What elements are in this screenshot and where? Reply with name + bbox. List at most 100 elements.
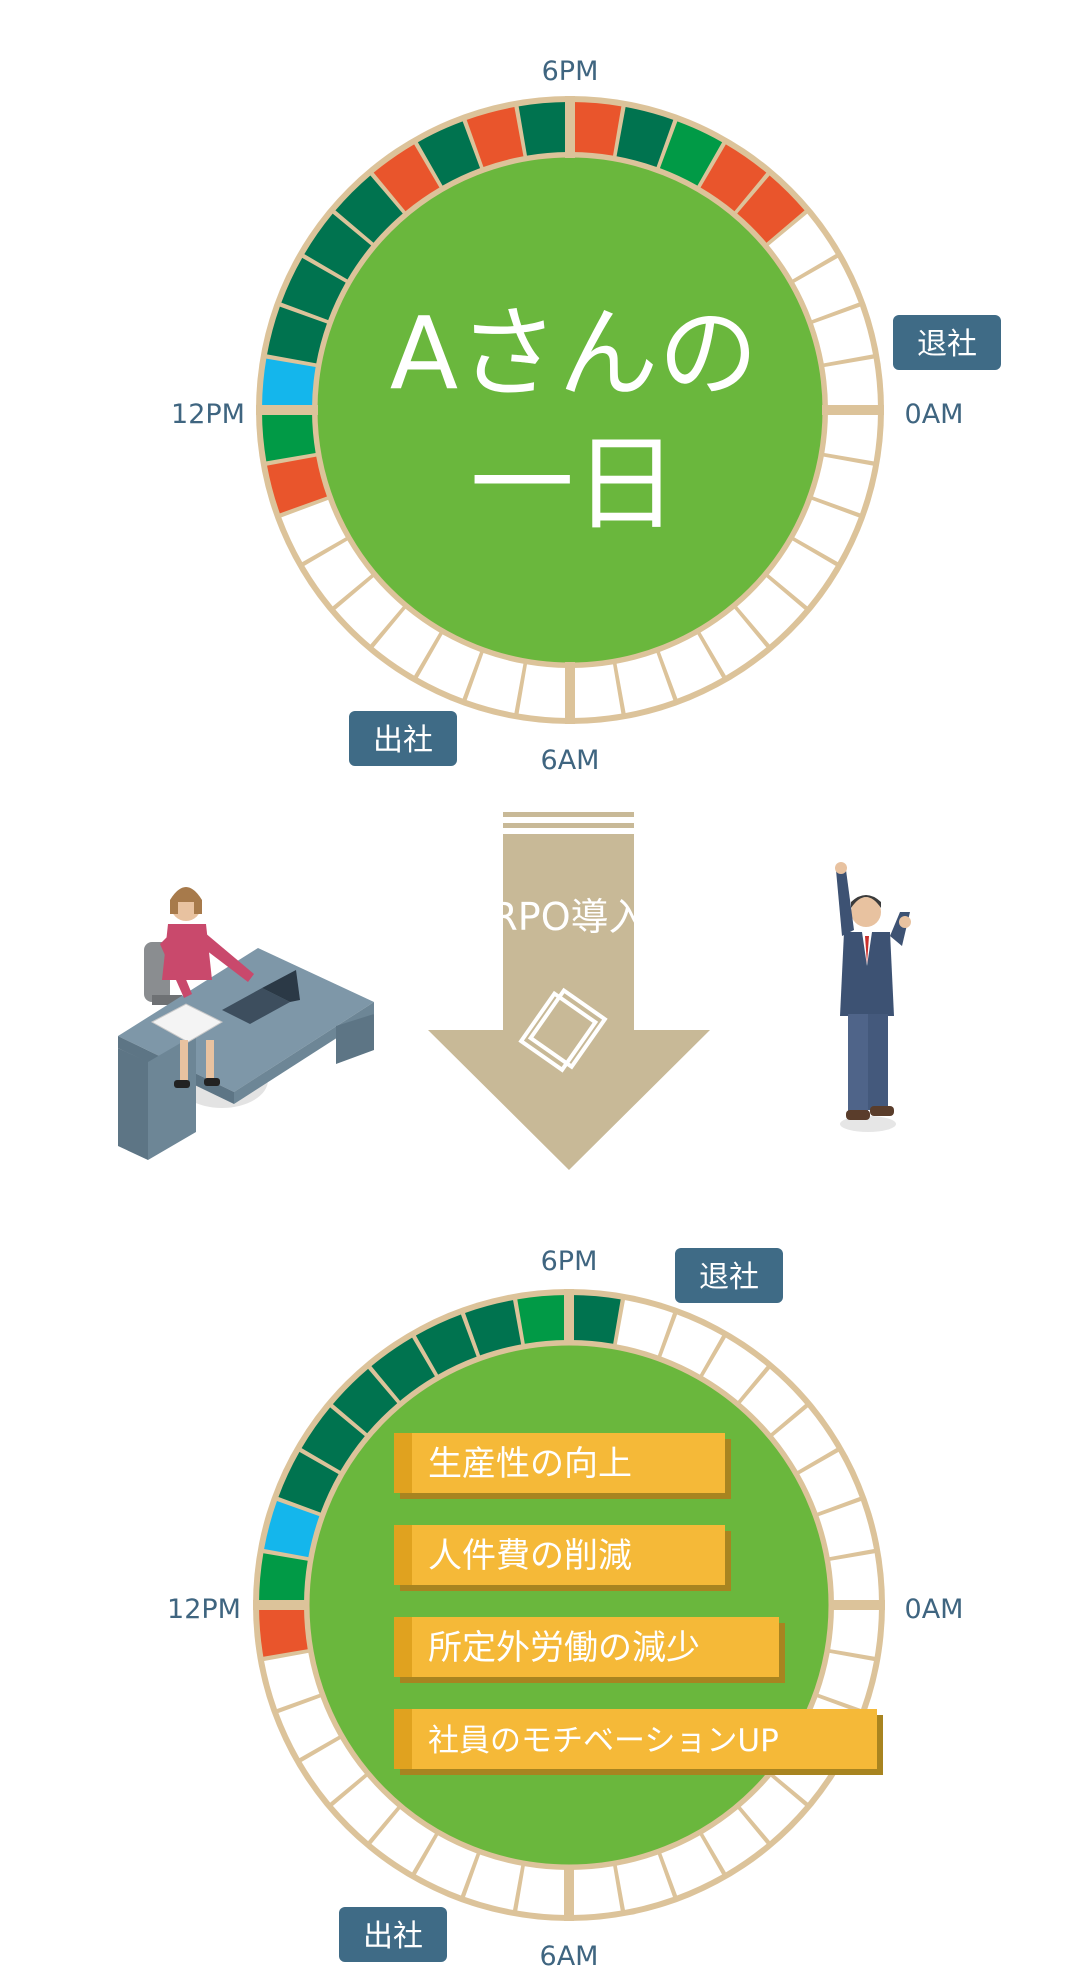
top-clock-segment bbox=[616, 107, 674, 167]
top-clock-segment bbox=[335, 175, 403, 243]
bottom-clock-segment bbox=[301, 1407, 365, 1471]
bottom-clock-segment bbox=[278, 1697, 339, 1759]
bottom-clock-segment bbox=[332, 1368, 398, 1434]
bottom-clock-segment bbox=[264, 1652, 320, 1709]
bottom-clock-segment bbox=[703, 1337, 767, 1401]
bottom-clock-segment bbox=[259, 1606, 308, 1657]
bottom-badge-exit-text: 退社 bbox=[699, 1260, 759, 1295]
top-clock-segment bbox=[262, 411, 316, 462]
bottom-clock-face bbox=[304, 1340, 834, 1870]
top-clock-segment bbox=[571, 102, 622, 156]
benefit-text-4: 社員のモチベーションUP bbox=[428, 1723, 779, 1759]
top-clock-segment bbox=[659, 121, 723, 186]
bottom-label-6pm: 6PM bbox=[541, 1246, 598, 1277]
top-badge-exit-text: 退社 bbox=[917, 327, 977, 362]
benefit-banner-3: 所定外労働の減少 bbox=[394, 1617, 785, 1683]
bottom-clock-segment bbox=[415, 1835, 477, 1896]
top-label-6am: 6AM bbox=[541, 745, 600, 776]
top-label-12pm: 12PM bbox=[171, 399, 245, 430]
arrow-label: RPO導入 bbox=[491, 895, 646, 939]
bottom-badge-enter: 出社 bbox=[339, 1907, 447, 1962]
bottom-label-12pm: 12PM bbox=[167, 1594, 241, 1625]
top-clock-segment bbox=[616, 653, 674, 713]
bottom-clock-segment bbox=[661, 1835, 723, 1896]
top-clock-segment bbox=[335, 577, 403, 645]
top-clock-title-line1: Aさんの bbox=[390, 295, 758, 412]
document-icon bbox=[518, 987, 608, 1073]
bottom-clock-segment bbox=[661, 1314, 723, 1375]
bottom-clock-segment bbox=[465, 1300, 522, 1356]
benefit-banner-4: 社員のモチベーションUP bbox=[394, 1709, 883, 1775]
top-clock-segment bbox=[304, 540, 372, 607]
top-quarter-markers bbox=[256, 96, 884, 724]
top-clock-segment bbox=[813, 306, 873, 364]
benefit-banner-1: 生産性の向上 bbox=[394, 1433, 731, 1499]
top-clock-segment bbox=[262, 358, 316, 409]
benefit-text-3: 所定外労働の減少 bbox=[428, 1628, 700, 1668]
bottom-clock-segment bbox=[616, 1300, 673, 1356]
bottom-clock-segment bbox=[570, 1295, 621, 1344]
office-worker-illustration bbox=[118, 887, 374, 1160]
bottom-clock-segment bbox=[278, 1451, 339, 1513]
top-clock-segment bbox=[737, 175, 805, 243]
benefit-text-2: 人件費の削減 bbox=[428, 1536, 632, 1576]
bottom-clock-segment bbox=[264, 1501, 320, 1558]
bottom-clock-segment bbox=[517, 1866, 568, 1915]
cheering-businessman-illustration bbox=[835, 862, 911, 1132]
bottom-clock-segment bbox=[740, 1776, 806, 1842]
top-badge-exit: 退社 bbox=[893, 315, 1001, 370]
top-badge-enter: 出社 bbox=[349, 711, 457, 766]
top-clock-segment bbox=[466, 653, 524, 713]
bottom-clock-segment bbox=[517, 1295, 568, 1344]
top-clock-segment bbox=[267, 306, 327, 364]
bottom-clock-segment bbox=[818, 1652, 874, 1709]
bottom-badge-exit: 退社 bbox=[675, 1248, 783, 1303]
benefit-banner-2: 人件費の削減 bbox=[394, 1525, 731, 1591]
top-clock-segment bbox=[794, 499, 859, 563]
bottom-clock-segment bbox=[818, 1501, 874, 1558]
top-clock-segment bbox=[700, 608, 767, 676]
bottom-clock-segment bbox=[371, 1337, 435, 1401]
top-clock-segment bbox=[794, 257, 859, 321]
bottom-clock-segment bbox=[301, 1739, 365, 1803]
top-clock-title-line2: 一日 bbox=[470, 423, 678, 545]
top-clock-segment bbox=[824, 358, 878, 409]
bottom-quarter-markers bbox=[253, 1289, 885, 1921]
top-clock-segment bbox=[768, 540, 836, 607]
top-clock-segment bbox=[466, 107, 524, 167]
bottom-clock-segment bbox=[703, 1809, 767, 1873]
top-clock-segment bbox=[813, 456, 873, 514]
top-clock-segment bbox=[518, 102, 569, 156]
top-clock-segment bbox=[373, 144, 440, 212]
benefit-text-1: 生産性の向上 bbox=[428, 1444, 632, 1484]
bottom-clock-segment bbox=[616, 1854, 673, 1910]
bottom-clock-segment bbox=[830, 1606, 879, 1657]
top-clock-segments bbox=[262, 102, 878, 718]
top-label-6pm: 6PM bbox=[542, 56, 599, 87]
rpo-arrow: RPO導入 bbox=[428, 812, 710, 1170]
bottom-clock-segment bbox=[773, 1407, 837, 1471]
bottom-label-6am: 6AM bbox=[540, 1941, 599, 1972]
bottom-clock-segment bbox=[740, 1368, 806, 1434]
top-clock-segment bbox=[281, 257, 346, 321]
bottom-clock-segment bbox=[371, 1809, 435, 1873]
top-clock-segment bbox=[824, 411, 878, 462]
top-clock-segment bbox=[304, 213, 372, 280]
top-clock-segment bbox=[518, 664, 569, 718]
top-clock-segment bbox=[768, 213, 836, 280]
bottom-clock-segment bbox=[259, 1553, 308, 1604]
top-badge-enter-text: 出社 bbox=[373, 723, 433, 758]
bottom-clock: 6PM 6AM 12PM 0AM 退社 出社 生産性の向上 人件費の削減 bbox=[167, 1246, 963, 1972]
top-clock-segment bbox=[700, 144, 767, 212]
top-clock-segment bbox=[373, 608, 440, 676]
bottom-clock-segment bbox=[415, 1314, 477, 1375]
top-clock-segment bbox=[659, 634, 723, 699]
top-clock-segment bbox=[417, 121, 481, 186]
top-clock-segment bbox=[267, 456, 327, 514]
bottom-clock-segment bbox=[830, 1553, 879, 1604]
top-label-0am: 0AM bbox=[905, 399, 964, 430]
top-clock-segment bbox=[417, 634, 481, 699]
top-clock: Aさんの 一日 6PM 6AM 12PM 0AM 退社 出社 bbox=[171, 56, 1001, 776]
bottom-clock-segment bbox=[570, 1866, 621, 1915]
